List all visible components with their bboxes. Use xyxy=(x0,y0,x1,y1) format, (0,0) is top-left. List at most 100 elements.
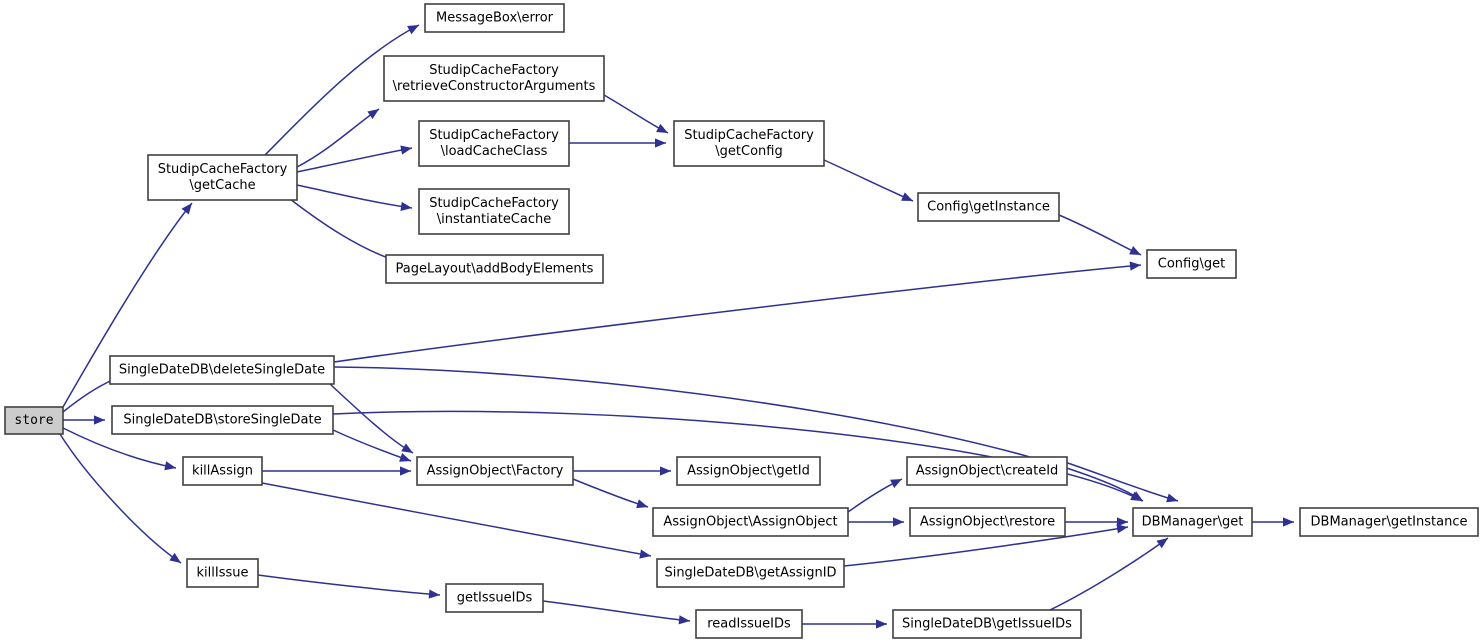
node-box[interactable] xyxy=(695,609,803,639)
node-box[interactable] xyxy=(109,355,335,385)
arrow-head-icon xyxy=(1283,517,1294,527)
node-box[interactable] xyxy=(909,507,1066,537)
graph-node-instantiateCache[interactable]: StudipCacheFactory\instantiateCache xyxy=(418,188,570,235)
graph-node-configGetInstance[interactable]: Config\getInstance xyxy=(917,192,1060,222)
node-box[interactable] xyxy=(892,609,1082,639)
graph-node-readIssueIDs[interactable]: readIssueIDs xyxy=(695,609,803,639)
node-box[interactable] xyxy=(1132,507,1253,537)
node-box[interactable] xyxy=(418,188,570,235)
graph-node-dbManagerGetInstance[interactable]: DBManager\getInstance xyxy=(1299,507,1479,537)
call-edge xyxy=(1058,214,1142,256)
graph-node-configGet[interactable]: Config\get xyxy=(1146,249,1237,279)
node-box[interactable] xyxy=(424,3,565,33)
graph-node-assignObjectRestore[interactable]: AssignObject\restore xyxy=(909,507,1066,537)
node-box[interactable] xyxy=(4,406,64,435)
node-box[interactable] xyxy=(186,558,259,588)
call-edge xyxy=(847,478,903,513)
node-box[interactable] xyxy=(445,583,544,613)
node-box[interactable] xyxy=(1146,249,1237,279)
graph-node-addBodyElements[interactable]: PageLayout\addBodyElements xyxy=(385,254,604,284)
node-box[interactable] xyxy=(906,456,1068,486)
graph-node-getIssueIDsDB[interactable]: SingleDateDB\getIssueIDs xyxy=(892,609,1082,639)
call-edge xyxy=(1065,517,1128,527)
call-edge xyxy=(603,94,669,134)
graph-node-dbManagerGet[interactable]: DBManager\get xyxy=(1132,507,1253,537)
arrow-head-icon xyxy=(1166,493,1178,503)
node-label: Config\getInstance xyxy=(927,200,1050,215)
graph-node-killAssign[interactable]: killAssign xyxy=(182,456,263,486)
node-box[interactable] xyxy=(111,405,334,435)
node-box[interactable] xyxy=(1299,507,1479,537)
node-box[interactable] xyxy=(656,558,845,588)
node-label: StudipCacheFactory xyxy=(429,128,559,143)
graph-node-assignObjectFactory[interactable]: AssignObject\Factory xyxy=(416,456,574,486)
node-box[interactable] xyxy=(182,456,263,486)
arrow-head-icon xyxy=(1129,246,1141,255)
node-box[interactable] xyxy=(383,55,605,102)
node-label: SingleDateDB\storeSingleDate xyxy=(123,413,321,428)
node-label: \retrieveConstructorArguments xyxy=(393,79,596,94)
graph-node-getAssignID[interactable]: SingleDateDB\getAssignID xyxy=(656,558,845,588)
node-box[interactable] xyxy=(418,120,570,167)
node-label: store xyxy=(14,413,53,428)
call-edge xyxy=(63,415,105,425)
call-edge xyxy=(62,202,193,408)
call-edge xyxy=(1252,517,1294,527)
call-edge xyxy=(333,261,1142,363)
node-box[interactable] xyxy=(147,154,298,201)
arrow-head-icon xyxy=(94,415,105,425)
arrow-head-icon xyxy=(901,192,913,201)
node-label: StudipCacheFactory xyxy=(429,63,559,78)
call-edge xyxy=(823,159,914,202)
node-label: \instantiateCache xyxy=(437,212,552,227)
call-edge xyxy=(262,466,411,476)
arrow-head-icon xyxy=(1129,261,1141,271)
call-edge xyxy=(264,24,420,156)
arrow-head-icon xyxy=(1130,491,1142,501)
node-box[interactable] xyxy=(673,120,825,167)
graph-node-getIssueIDs[interactable]: getIssueIDs xyxy=(445,583,544,613)
node-label: MessageBox\error xyxy=(436,11,554,26)
arrow-head-icon xyxy=(639,549,651,559)
call-edge xyxy=(573,466,671,476)
node-label: AssignObject\createId xyxy=(916,464,1059,479)
call-edge xyxy=(843,524,1129,567)
arrow-head-icon xyxy=(1116,524,1128,534)
call-edge xyxy=(296,145,413,173)
arrow-head-icon xyxy=(1117,517,1128,527)
call-edge xyxy=(569,138,666,148)
node-label: \loadCacheClass xyxy=(441,144,548,159)
call-edge xyxy=(261,482,652,559)
graph-node-store[interactable]: store xyxy=(4,406,64,435)
graph-node-killIssue[interactable]: killIssue xyxy=(186,558,259,588)
graph-node-getConfig[interactable]: StudipCacheFactory\getConfig xyxy=(673,120,825,167)
node-box[interactable] xyxy=(416,456,574,486)
call-edge xyxy=(802,619,887,629)
nodes-layer: store StudipCacheFactory\getCache MessageB… xyxy=(4,3,1479,639)
call-edge xyxy=(257,574,441,599)
graph-node-messageBoxError[interactable]: MessageBox\error xyxy=(424,3,565,33)
node-box[interactable] xyxy=(385,254,604,284)
graph-node-assignObjectGetId[interactable]: AssignObject\getId xyxy=(676,456,821,486)
node-label: readIssueIDs xyxy=(707,617,791,632)
graph-node-assignObjectCreateId[interactable]: AssignObject\createId xyxy=(906,456,1068,486)
graph-node-assignObjectAssignObject[interactable]: AssignObject\AssignObject xyxy=(652,507,849,537)
graph-node-deleteSingleDate[interactable]: SingleDateDB\deleteSingleDate xyxy=(109,355,335,385)
arrow-head-icon xyxy=(678,615,690,625)
call-edge xyxy=(62,427,177,471)
node-box[interactable] xyxy=(676,456,821,486)
call-edge xyxy=(542,600,691,625)
node-label: AssignObject\restore xyxy=(920,515,1055,530)
node-label: SingleDateDB\deleteSingleDate xyxy=(119,363,325,378)
graph-node-storeSingleDate[interactable]: SingleDateDB\storeSingleDate xyxy=(111,405,334,435)
graph-node-retrieveConstructorArguments[interactable]: StudipCacheFactory\retrieveConstructorAr… xyxy=(383,55,605,102)
arrow-head-icon xyxy=(407,25,419,35)
graph-node-getCache[interactable]: StudipCacheFactory\getCache xyxy=(147,154,298,201)
node-box[interactable] xyxy=(652,507,849,537)
graph-node-loadCacheClass[interactable]: StudipCacheFactory\loadCacheClass xyxy=(418,120,570,167)
node-box[interactable] xyxy=(917,192,1060,222)
call-edge xyxy=(332,429,412,462)
arrow-head-icon xyxy=(164,461,176,471)
node-label: Config\get xyxy=(1158,257,1225,272)
